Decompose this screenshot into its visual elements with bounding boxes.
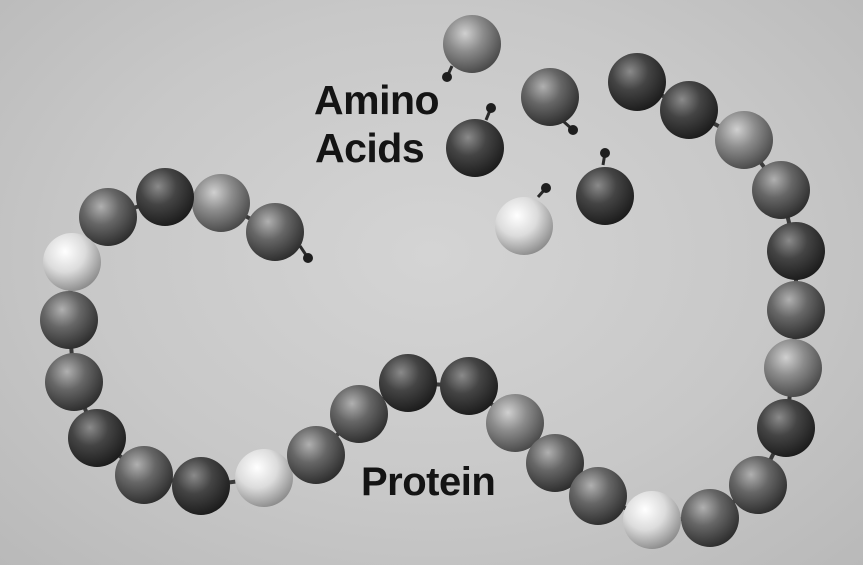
bead-peg-knob [303,253,313,263]
bead [521,68,579,126]
bead [526,434,584,492]
bead [43,233,101,291]
bead-peg-knob [568,125,578,135]
bead-peg-knob [600,148,610,158]
bead [172,457,230,515]
bead [486,394,544,452]
bead [446,119,504,177]
bead [443,15,501,73]
bead-peg-knob [442,72,452,82]
bead [576,167,634,225]
bead [764,339,822,397]
bead [235,449,293,507]
bead [660,81,718,139]
bead [68,409,126,467]
bead [192,174,250,232]
bead [569,467,627,525]
free-amino-acids [442,15,634,255]
bead [287,426,345,484]
bead [379,354,437,412]
bead [715,111,773,169]
bead [45,353,103,411]
bead [495,197,553,255]
bead [729,456,787,514]
label-acids: Acids [315,125,425,171]
bead [330,385,388,443]
label-protein: Protein [361,460,496,504]
bead [623,491,681,549]
bead [440,357,498,415]
bead [767,222,825,280]
bead [767,281,825,339]
bead-peg-knob [486,103,496,113]
bead [115,446,173,504]
bead [40,291,98,349]
bead-peg-knob [541,183,551,193]
bead [752,161,810,219]
bead [681,489,739,547]
bead [757,399,815,457]
protein-chain [40,53,825,549]
label-amino: Amino [314,77,440,123]
bead [79,188,137,246]
bead [136,168,194,226]
bead [246,203,304,261]
bead [608,53,666,111]
